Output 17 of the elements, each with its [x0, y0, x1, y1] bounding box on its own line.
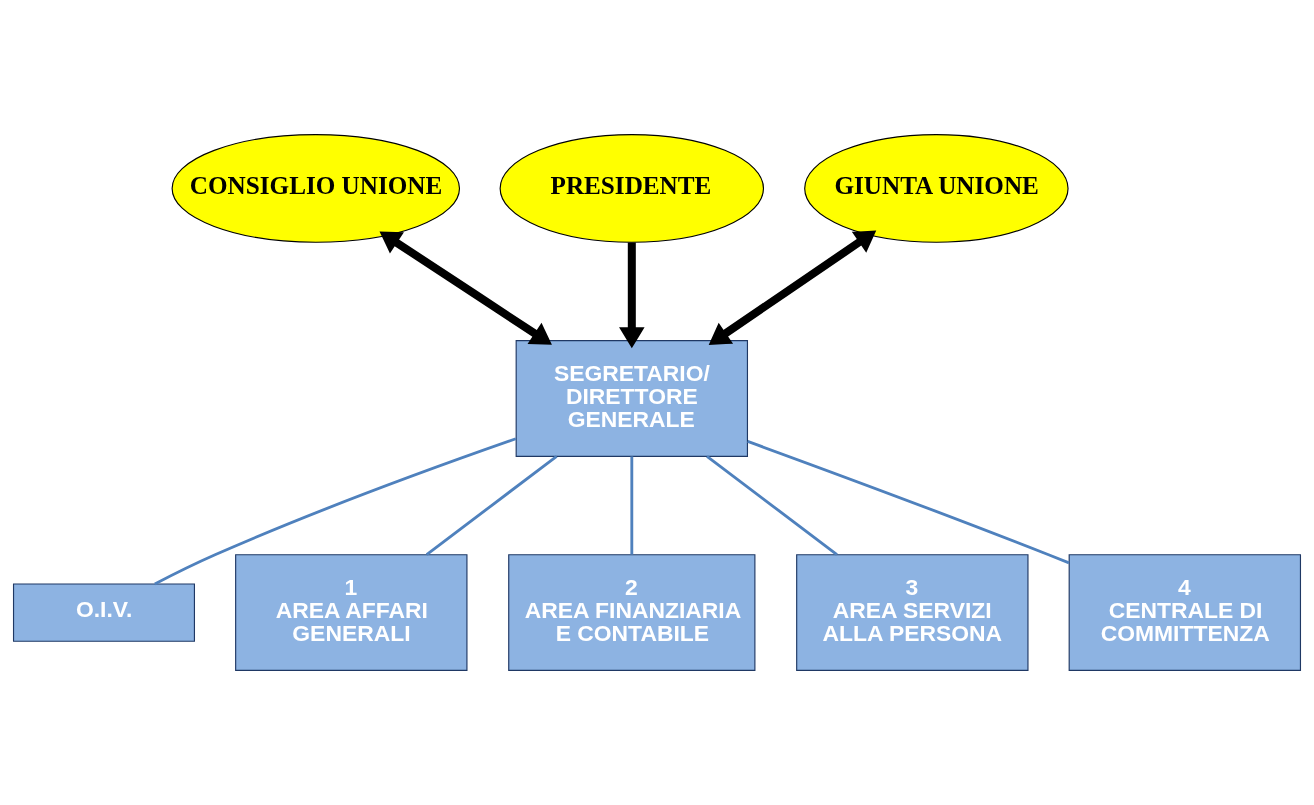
node-box: 3 AREA SERVIZI ALLA PERSONA	[796, 554, 1029, 671]
connector	[706, 455, 838, 556]
connector	[154, 437, 517, 586]
node-box: SEGRETARIO/ DIRETTORE GENERALE	[515, 340, 749, 457]
node-box: 1 AREA AFFARI GENERALI	[235, 554, 468, 671]
connector	[630, 456, 634, 555]
connector	[747, 440, 1070, 565]
node-ellipse: CONSIGLIO UNIONE	[171, 134, 461, 243]
node-box: O.I.V.	[12, 583, 195, 642]
connector	[425, 455, 558, 556]
arrow	[619, 242, 645, 349]
node-ellipse: GIUNTA UNIONE	[804, 134, 1069, 243]
node-ellipse: PRESIDENTE	[499, 134, 765, 243]
node-box: 2 AREA FINANZIARIA E CONTABILE	[508, 554, 756, 671]
node-box: 4 CENTRALE DI COMMITTENZA	[1068, 554, 1302, 671]
arrow	[708, 230, 877, 345]
arrow	[379, 231, 552, 345]
